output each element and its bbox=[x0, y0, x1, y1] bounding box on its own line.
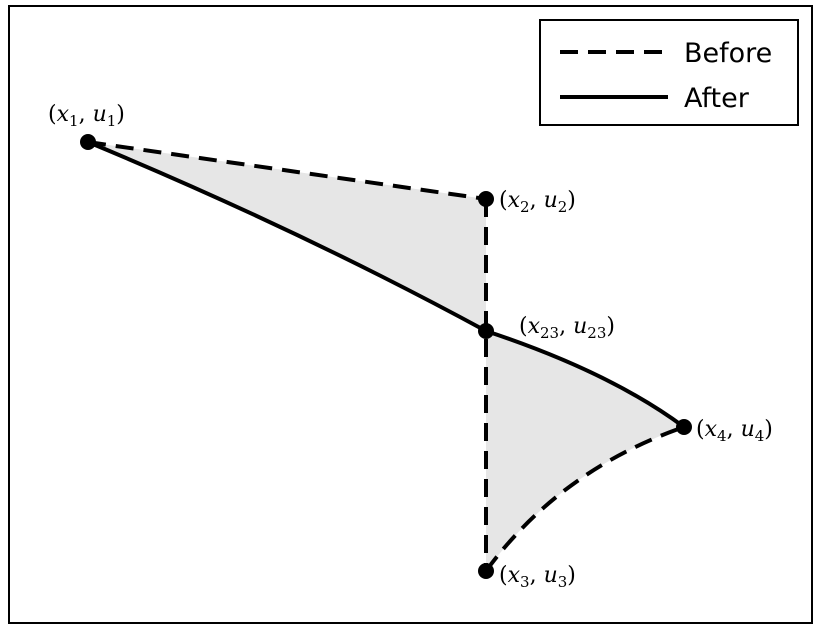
after-segment-23-4 bbox=[485, 329, 686, 429]
legend-before-label: Before bbox=[684, 38, 772, 69]
label-point-4: (x4, u4) bbox=[696, 417, 773, 445]
shaded-region-upper bbox=[88, 142, 486, 331]
point-23 bbox=[478, 323, 494, 339]
legend-after-label: After bbox=[684, 83, 750, 114]
point-3 bbox=[478, 563, 494, 579]
point-4 bbox=[676, 419, 692, 435]
before-segment-3-4 bbox=[484, 425, 685, 573]
label-point-3: (x3, u3) bbox=[499, 563, 576, 591]
shaded-region-lower bbox=[486, 331, 684, 571]
label-point-1: (x1, u1) bbox=[48, 102, 125, 130]
point-2 bbox=[478, 191, 494, 207]
after-segment-1-23 bbox=[87, 140, 487, 333]
point-1 bbox=[80, 134, 96, 150]
legend-box bbox=[539, 19, 799, 126]
legend: Before After bbox=[539, 19, 799, 126]
before-segment-1-2 bbox=[87, 140, 487, 201]
